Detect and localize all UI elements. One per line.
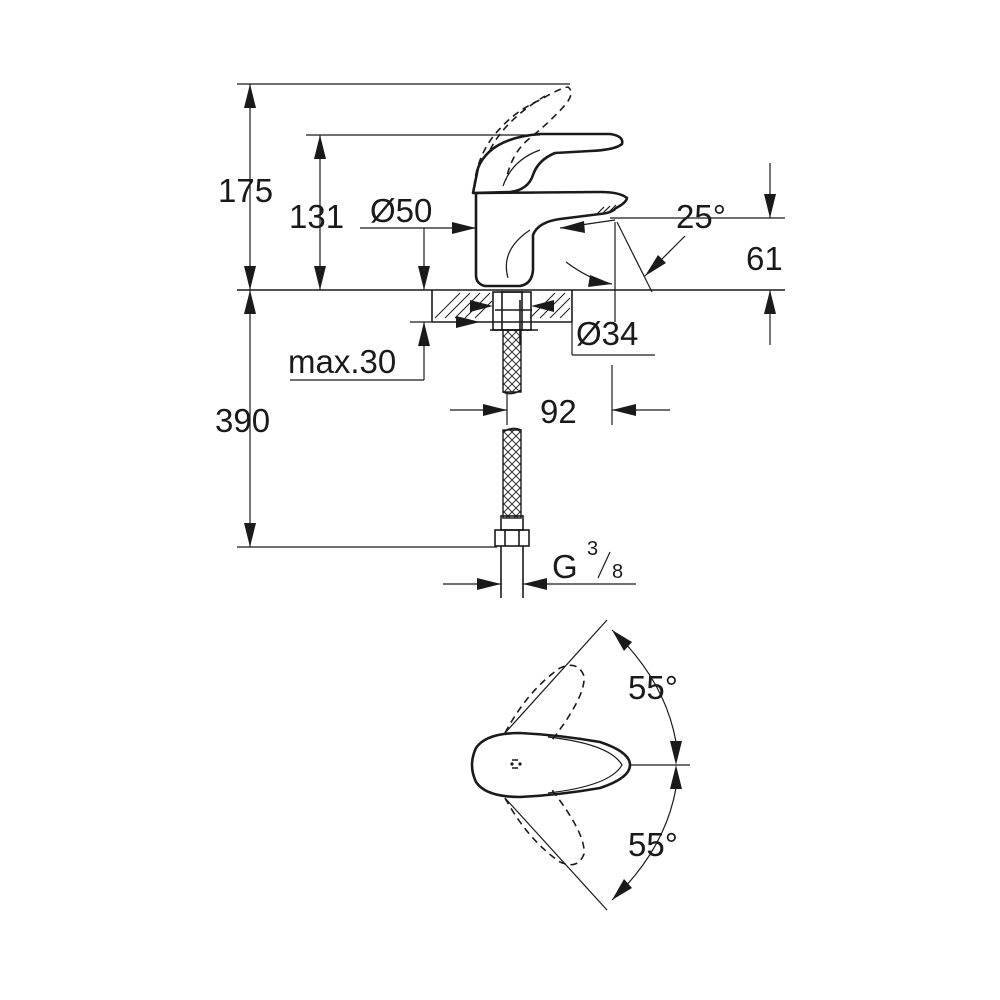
dim-max-thickness: max.30	[288, 343, 396, 380]
dim-spout-angle: 25°	[676, 198, 726, 235]
dim-spout-height: 61	[746, 240, 783, 277]
dim-rotation-left: 55°	[628, 669, 678, 706]
lever-top-solid	[470, 731, 632, 799]
dim-projection: 92	[540, 393, 577, 430]
faucet-top-view	[470, 619, 690, 911]
faucet-side-view	[471, 86, 653, 322]
lever-solid	[471, 132, 624, 195]
lever-right-rotation-dashed	[504, 789, 585, 866]
dimension-labels: 175 131 Ø50 25° 61 Ø34 max.30 390 92 G 3…	[215, 172, 783, 863]
dim-hole-diameter: Ø34	[576, 315, 638, 352]
dim-overall-height: 175	[218, 172, 273, 209]
supply-hose	[494, 329, 530, 598]
lever-raised-dashed	[473, 86, 572, 189]
dim-thread-numerator: 3	[587, 538, 598, 560]
dim-thread-denominator: 8	[612, 561, 623, 583]
dim-body-height: 131	[289, 198, 344, 235]
lever-left-rotation-dashed	[504, 664, 585, 741]
faucet-body	[474, 190, 629, 288]
dim-thread-letter: G	[552, 548, 578, 585]
dim-body-diameter: Ø50	[370, 192, 432, 229]
dimension-lines	[244, 84, 776, 590]
dim-rotation-right: 55°	[628, 826, 678, 863]
dim-hose-length: 390	[215, 402, 270, 439]
